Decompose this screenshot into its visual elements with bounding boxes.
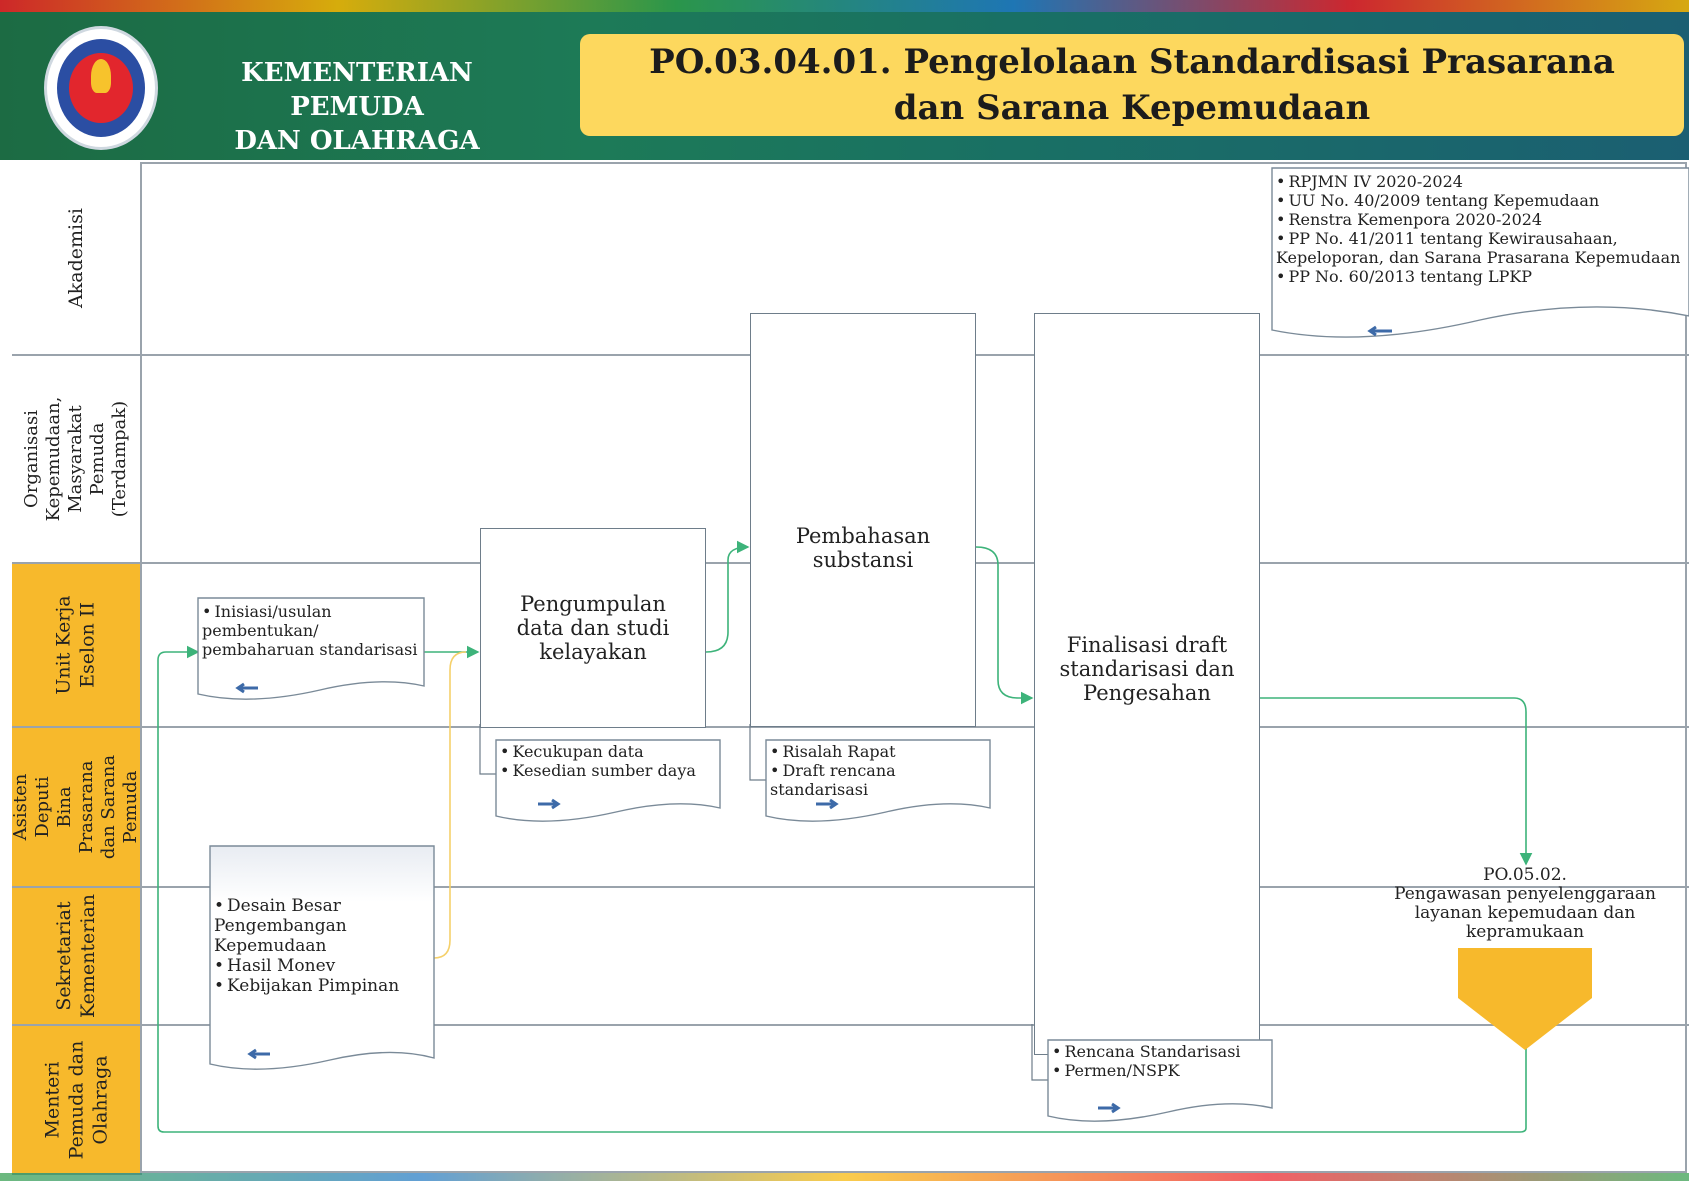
doc-rencana: Rencana Standarisasi Permen/NSPK — [1052, 1042, 1270, 1080]
doc-item: RPJMN IV 2020-2024 — [1276, 172, 1686, 191]
doc-item: Hasil Monev — [214, 956, 432, 976]
lane-sekretariat — [12, 888, 1689, 1026]
doc-item: Risalah Rapat — [770, 742, 988, 761]
process-label: Finalisasi draft standarisasi dan Penges… — [1059, 633, 1235, 705]
connector-p3-doc — [1031, 1024, 1048, 1081]
connector-p1-p2 — [705, 540, 750, 653]
logo-flame-icon — [91, 59, 111, 93]
doc-item: PP No. 41/2011 tentang Kewirausahaan, Ke… — [1276, 229, 1686, 267]
doc-arrow-right-icon — [538, 798, 561, 810]
connector-p3-offpage — [1258, 697, 1533, 866]
lane-label-unit-kerja: Unit Kerja Eselon II — [12, 564, 142, 728]
lane-label-sekretariat: Sekretariat Kementerian — [12, 888, 142, 1026]
color-stripe — [0, 0, 1689, 12]
connector-desain-p1 — [433, 651, 467, 959]
header-bar: KEMENTERIAN PEMUDA DAN OLAHRAGA PO.03.04… — [0, 0, 1689, 160]
doc-item: Draft rencana standarisasi — [770, 761, 988, 799]
doc-desain: Desain Besar Pengembangan Kepemudaan Has… — [214, 896, 432, 996]
page-title: PO.03.04.01. Pengelolaan Standardisasi P… — [649, 42, 1615, 128]
connector-p1-doc — [479, 724, 496, 775]
doc-arrow-left-icon — [1367, 325, 1392, 337]
offpage-connector-shape — [1458, 948, 1592, 1050]
doc-item: PP No. 60/2013 tentang LPKP — [1276, 267, 1686, 286]
doc-item: Kebijakan Pimpinan — [214, 976, 432, 996]
page-title-box: PO.03.04.01. Pengelolaan Standardisasi P… — [580, 34, 1684, 136]
lane-asisten-deputi — [12, 728, 1689, 888]
doc-item: Kecukupan data — [500, 742, 718, 761]
doc-arrow-left-icon — [235, 682, 258, 694]
doc-legal-basis: RPJMN IV 2020-2024 UU No. 40/2009 tentan… — [1276, 172, 1686, 286]
doc-item: Inisiasi/usulan pembentukan/ pembaharuan… — [202, 602, 418, 659]
doc-item: Renstra Kemenpora 2020-2024 — [1276, 210, 1686, 229]
doc-arrow-right-icon — [1098, 1102, 1121, 1114]
process-label: Pembahasan substansi — [795, 524, 931, 572]
bottom-color-stripe — [0, 1173, 1689, 1181]
lane-unit-kerja — [12, 564, 1689, 728]
doc-kecukupan: Kecukupan data Kesedian sumber daya — [500, 742, 718, 780]
lane-label-asisten-deputi: Asisten Deputi Bina Prasarana dan Sarana… — [10, 728, 142, 888]
doc-item: Kesedian sumber daya — [500, 761, 718, 780]
ministry-logo-icon — [44, 26, 158, 150]
offpage-label: Pengawasan penyelenggaraan layanan kepem… — [1394, 884, 1656, 942]
doc-item: Desain Besar Pengembangan Kepemudaan — [214, 896, 432, 956]
lane-label-menteri: Menteri Pemuda dan Olahraga — [12, 1026, 142, 1175]
offpage-reference[interactable]: PO.05.02. Pengawasan penyelenggaraan lay… — [1370, 866, 1680, 942]
doc-risalah: Risalah Rapat Draft rencana standarisasi — [770, 742, 988, 799]
doc-item: Permen/NSPK — [1052, 1061, 1270, 1080]
lane-label-organisasi: Organisasi Kepemudaan, Masyarakat Pemuda… — [12, 356, 142, 564]
connector-p2-p3 — [975, 546, 1034, 705]
doc-inisiasi: Inisiasi/usulan pembentukan/ pembaharuan… — [202, 602, 418, 659]
lane-label-akademisi: Akademisi — [12, 162, 142, 356]
process-pengumpulan-data[interactable]: Pengumpulan data dan studi kelayakan — [480, 528, 706, 728]
connector-return-loop — [157, 645, 1527, 1133]
doc-item: UU No. 40/2009 tentang Kepemudaan — [1276, 191, 1686, 210]
doc-arrow-left-icon — [247, 1048, 270, 1060]
process-label: Pengumpulan data dan studi kelayakan — [516, 592, 670, 664]
process-pembahasan-substansi[interactable]: Pembahasan substansi — [750, 313, 976, 727]
connector-p2-doc — [749, 724, 766, 781]
ministry-name: KEMENTERIAN PEMUDA DAN OLAHRAGA — [234, 58, 480, 156]
offpage-code: PO.05.02. — [1483, 865, 1567, 885]
doc-item: Rencana Standarisasi — [1052, 1042, 1270, 1061]
process-finalisasi-draft[interactable]: Finalisasi draft standarisasi dan Penges… — [1034, 313, 1260, 1055]
doc-arrow-right-icon — [816, 798, 839, 810]
